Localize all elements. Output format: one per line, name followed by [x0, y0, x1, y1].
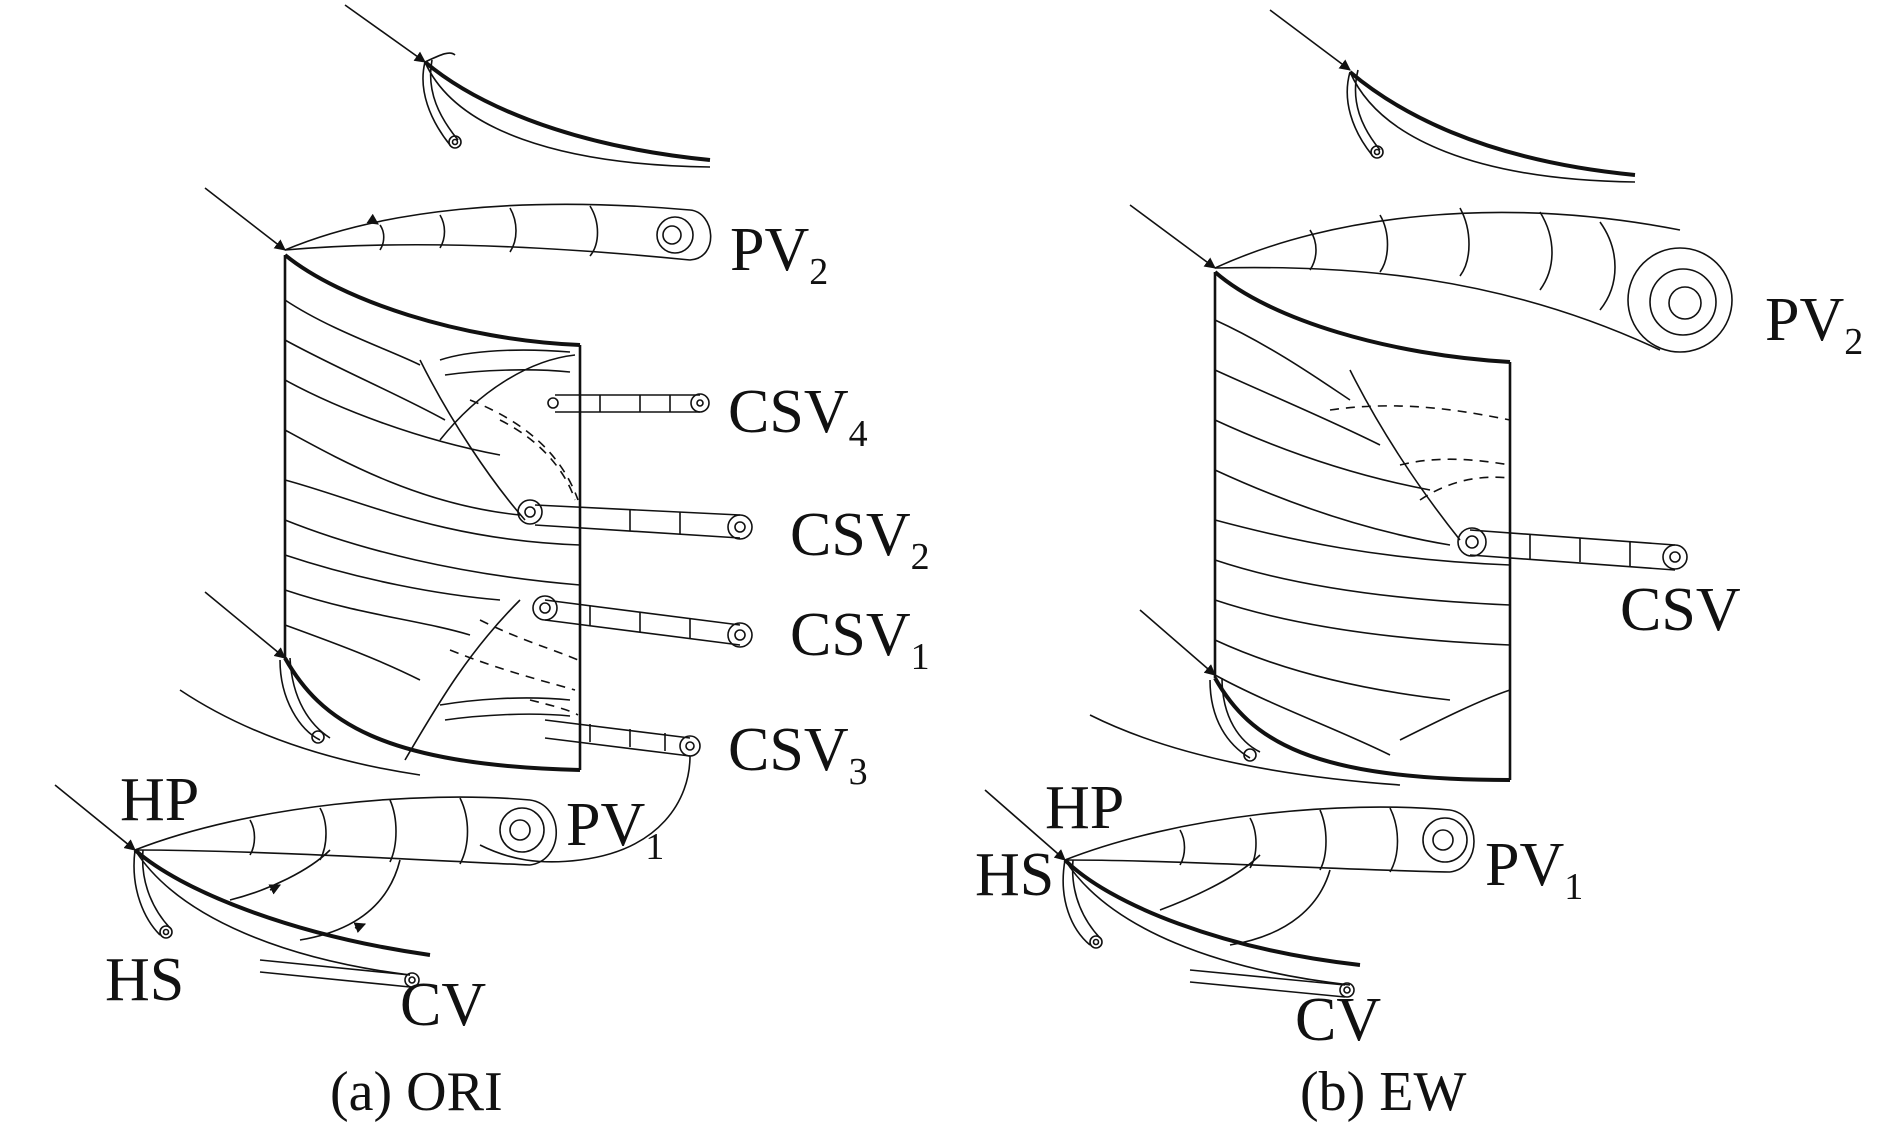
top-blade-a [344, 4, 711, 168]
label-pv1-a: PV1 [566, 791, 664, 868]
label-pv1-b: PV1 [1485, 831, 1583, 908]
top-blade-b [1269, 9, 1636, 183]
panel-a: PV2 CSV4 CSV2 CSV1 CSV3 PV1 HP HS CV (a)… [54, 4, 930, 1123]
label-cv-a: CV [400, 971, 486, 1039]
pv1-vortex-b [1064, 806, 1475, 873]
labels-a: PV2 CSV4 CSV2 CSV1 CSV3 PV1 HP HS CV (a)… [105, 216, 930, 1123]
label-csv3-a: CSV3 [728, 716, 868, 793]
pv2-vortex-a [284, 203, 712, 261]
panel-b: PV2 CSV PV1 HP HS CV (b) EW [975, 9, 1863, 1123]
csv-tube-b [1457, 527, 1688, 571]
lower-inflow-a [179, 591, 421, 776]
label-csv2-a: CSV2 [790, 501, 930, 578]
blade-body-a [204, 187, 582, 772]
label-csv1-a: CSV1 [790, 601, 930, 678]
label-hs-a: HS [105, 946, 184, 1014]
label-csv4-a: CSV4 [728, 378, 868, 455]
bottom-blade-b [984, 789, 1361, 998]
bottom-blade-a [54, 784, 431, 988]
label-pv2-b: PV2 [1765, 286, 1863, 363]
csv-tubes-a [479, 393, 753, 863]
label-csv-b: CSV [1620, 576, 1741, 644]
lower-inflow-b [1089, 609, 1401, 786]
pv1-vortex-a [134, 796, 558, 866]
label-pv2-a: PV2 [730, 216, 828, 293]
caption-a: (a) ORI [330, 1061, 503, 1123]
label-hs-b: HS [975, 841, 1054, 909]
label-hp-a: HP [120, 766, 199, 834]
pv2-vortex-b [1214, 207, 1733, 353]
blade-body-b [1129, 204, 1512, 782]
label-hp-b: HP [1045, 774, 1124, 842]
caption-b: (b) EW [1300, 1061, 1467, 1123]
label-cv-b: CV [1295, 986, 1381, 1054]
labels-b: PV2 CSV PV1 HP HS CV (b) EW [975, 286, 1863, 1123]
